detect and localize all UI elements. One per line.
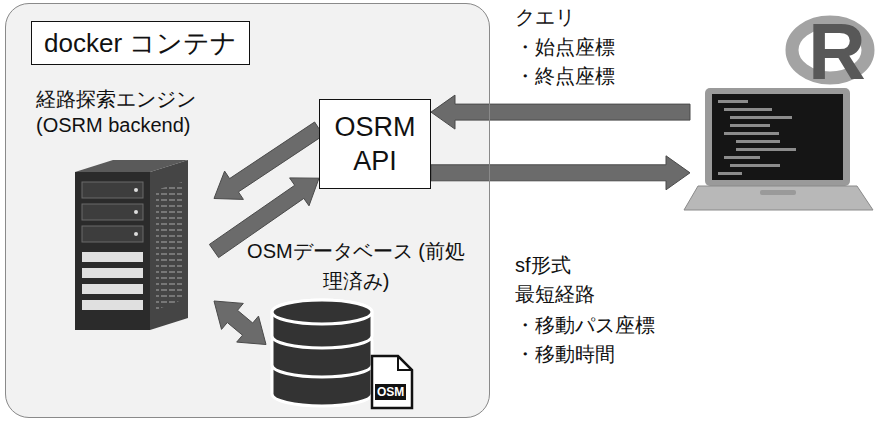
container: docker コンテナ経路探索エンジン (OSRM backend) OSRM A…	[5, 3, 490, 418]
result-label: sf形式	[515, 252, 571, 278]
database-label: OSMデータベース (前処理済み)	[241, 236, 471, 296]
result-item: ・移動パス座標	[515, 312, 655, 338]
container-ground	[5, 3, 490, 418]
api-box: OSRM API	[319, 99, 431, 189]
block-arrow	[431, 156, 690, 190]
server-label: 経路探索エンジン (OSRM backend)	[36, 86, 214, 138]
database-node: OSMデータベース (前処理済み)	[231, 236, 481, 411]
database-icon	[272, 300, 372, 406]
query-item: ・終点座標	[515, 63, 615, 89]
file-icon-label: OSM	[375, 384, 406, 400]
client-laptop: R	[690, 5, 872, 215]
server-node: 経路探索エンジン (OSRM backend)	[36, 86, 214, 336]
file-icon	[372, 356, 412, 408]
laptop-icon	[684, 88, 873, 210]
query-item: ・始点座標	[515, 34, 615, 60]
block-arrow	[214, 301, 266, 345]
api-label: OSRM API	[326, 110, 424, 178]
r-logo-letter: R	[808, 7, 866, 97]
server-icon	[75, 160, 188, 330]
block-arrow	[431, 95, 690, 129]
result-item: ・移動時間	[515, 341, 615, 367]
query-label: クエリ	[515, 4, 575, 30]
container-heading: docker コンテナ	[31, 21, 250, 65]
result-label: 最短経路	[515, 281, 595, 307]
